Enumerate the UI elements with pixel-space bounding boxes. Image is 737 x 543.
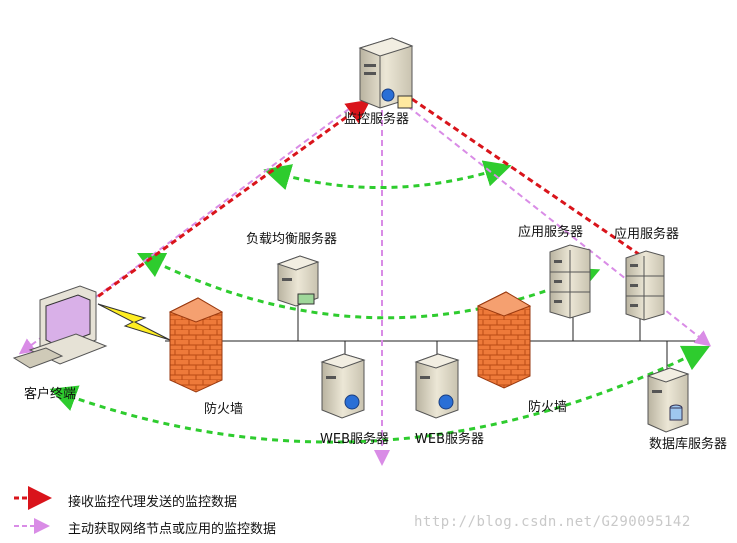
- violet-arrows: [18, 96, 712, 466]
- red-arrows: [81, 80, 641, 310]
- db-server-label: 数据库服务器: [649, 437, 728, 452]
- green-arcs: [49, 160, 711, 444]
- web-server-2-icon: [414, 353, 460, 419]
- wan-link-icon: [97, 303, 171, 341]
- app-server-rack-1-icon: [549, 244, 591, 319]
- load-balancer-label: 负载均衡服务器: [246, 232, 338, 247]
- monitor-server-label: 监控服务器: [344, 112, 410, 127]
- green-arc-top: [263, 160, 512, 191]
- violet-arrow-to-db: [399, 99, 712, 347]
- green-arc-middle: [136, 252, 601, 320]
- firewall-right-label: 防火墙: [528, 400, 568, 415]
- green-arc-bottom: [49, 345, 711, 444]
- violet-arrow-to-client: [18, 96, 366, 355]
- web-server-2-label: WEB服务器: [415, 432, 484, 447]
- app-server-2-label: 应用服务器: [614, 227, 680, 242]
- load-balancer-icon: [276, 255, 320, 307]
- red-arrow-from-client: [81, 99, 371, 310]
- legend-violet-label: 主动获取网络节点或应用的监控数据: [68, 522, 277, 537]
- client-label: 客户终端: [24, 387, 77, 402]
- db-server-icon: [646, 367, 690, 433]
- firewall-left-label: 防火墙: [204, 402, 244, 417]
- red-arrow-from-app: [385, 80, 641, 257]
- web-server-1-label: WEB服务器: [320, 432, 389, 447]
- legend-icons: [14, 486, 52, 534]
- firewall-right-icon: [476, 291, 532, 389]
- monitor-server-icon: [358, 37, 414, 109]
- watermark: http://blog.csdn.net/G290095142: [414, 514, 691, 530]
- legend-red-label: 接收监控代理发送的监控数据: [68, 495, 238, 510]
- app-server-rack-2-icon: [625, 250, 665, 321]
- app-server-1-label: 应用服务器: [518, 225, 584, 240]
- web-server-1-icon: [320, 353, 366, 419]
- firewall-left-icon: [168, 297, 224, 393]
- client-computer-icon: [12, 285, 108, 369]
